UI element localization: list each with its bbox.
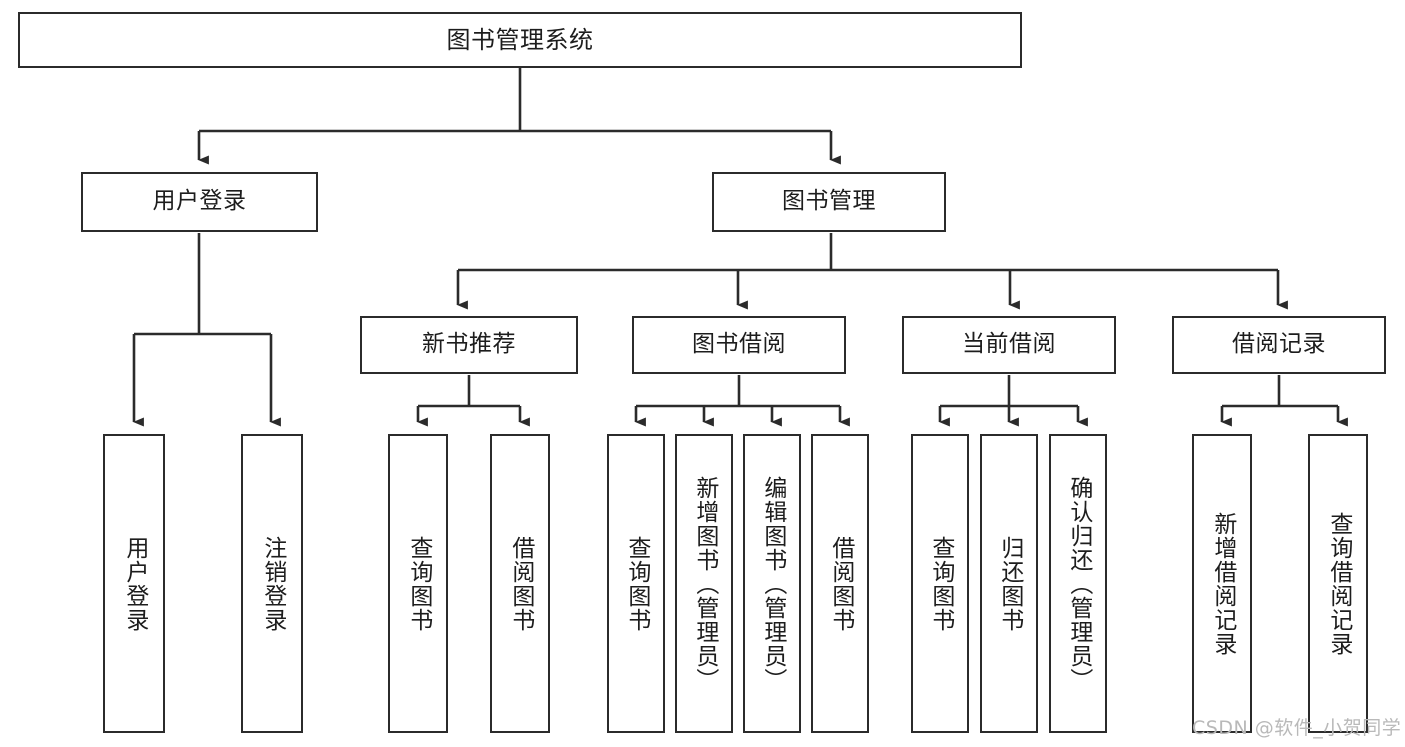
node-leaf-borrow-book-1[interactable]: 借阅图书 — [490, 434, 550, 733]
node-leaf-add-record-label: 新增借阅记录 — [1209, 511, 1236, 656]
node-leaf-user-login-label: 用户登录 — [121, 535, 148, 632]
node-leaf-return-book-label: 归还图书 — [996, 535, 1023, 632]
node-user-login-label: 用户登录 — [152, 188, 247, 215]
node-leaf-query-book-2-label: 查询图书 — [623, 535, 650, 632]
node-leaf-confirm-return-label: 确认归还（管理员） — [1065, 475, 1092, 692]
node-leaf-logout-login-label: 注销登录 — [259, 535, 286, 632]
node-leaf-query-book-1-label: 查询图书 — [405, 535, 432, 632]
node-new-book-recommend[interactable]: 新书推荐 — [360, 316, 578, 374]
node-borrow-record[interactable]: 借阅记录 — [1172, 316, 1386, 374]
node-book-management-label: 图书管理 — [782, 188, 876, 215]
node-leaf-edit-book-label: 编辑图书（管理员） — [759, 475, 786, 692]
csdn-watermark: CSDN @软件_小贺同学 — [1192, 717, 1402, 739]
node-current-borrow[interactable]: 当前借阅 — [902, 316, 1116, 374]
node-leaf-user-login[interactable]: 用户登录 — [103, 434, 165, 733]
node-leaf-borrow-book-2-label: 借阅图书 — [827, 535, 854, 632]
node-leaf-query-book-3-label: 查询图书 — [927, 535, 954, 632]
node-book-management[interactable]: 图书管理 — [712, 172, 946, 232]
node-leaf-borrow-book-1-label: 借阅图书 — [507, 535, 534, 632]
node-borrow-record-label: 借阅记录 — [1232, 331, 1326, 358]
node-leaf-query-record[interactable]: 查询借阅记录 — [1308, 434, 1368, 733]
node-leaf-confirm-return[interactable]: 确认归还（管理员） — [1049, 434, 1107, 733]
node-leaf-edit-book[interactable]: 编辑图书（管理员） — [743, 434, 801, 733]
node-leaf-query-book-2[interactable]: 查询图书 — [607, 434, 665, 733]
node-leaf-add-record[interactable]: 新增借阅记录 — [1192, 434, 1252, 733]
node-leaf-query-book-1[interactable]: 查询图书 — [388, 434, 448, 733]
node-new-book-recommend-label: 新书推荐 — [422, 331, 516, 358]
node-leaf-query-book-3[interactable]: 查询图书 — [911, 434, 969, 733]
node-leaf-return-book[interactable]: 归还图书 — [980, 434, 1038, 733]
node-leaf-add-book-label: 新增图书（管理员） — [691, 475, 718, 692]
node-leaf-add-book[interactable]: 新增图书（管理员） — [675, 434, 733, 733]
node-current-borrow-label: 当前借阅 — [962, 331, 1056, 358]
node-root-label: 图书管理系统 — [446, 25, 594, 54]
node-book-borrow-label: 图书借阅 — [692, 331, 786, 358]
node-root[interactable]: 图书管理系统 — [18, 12, 1022, 68]
node-user-login[interactable]: 用户登录 — [81, 172, 318, 232]
node-leaf-query-record-label: 查询借阅记录 — [1325, 511, 1352, 656]
node-book-borrow[interactable]: 图书借阅 — [632, 316, 846, 374]
node-leaf-logout-login[interactable]: 注销登录 — [241, 434, 303, 733]
node-leaf-borrow-book-2[interactable]: 借阅图书 — [811, 434, 869, 733]
